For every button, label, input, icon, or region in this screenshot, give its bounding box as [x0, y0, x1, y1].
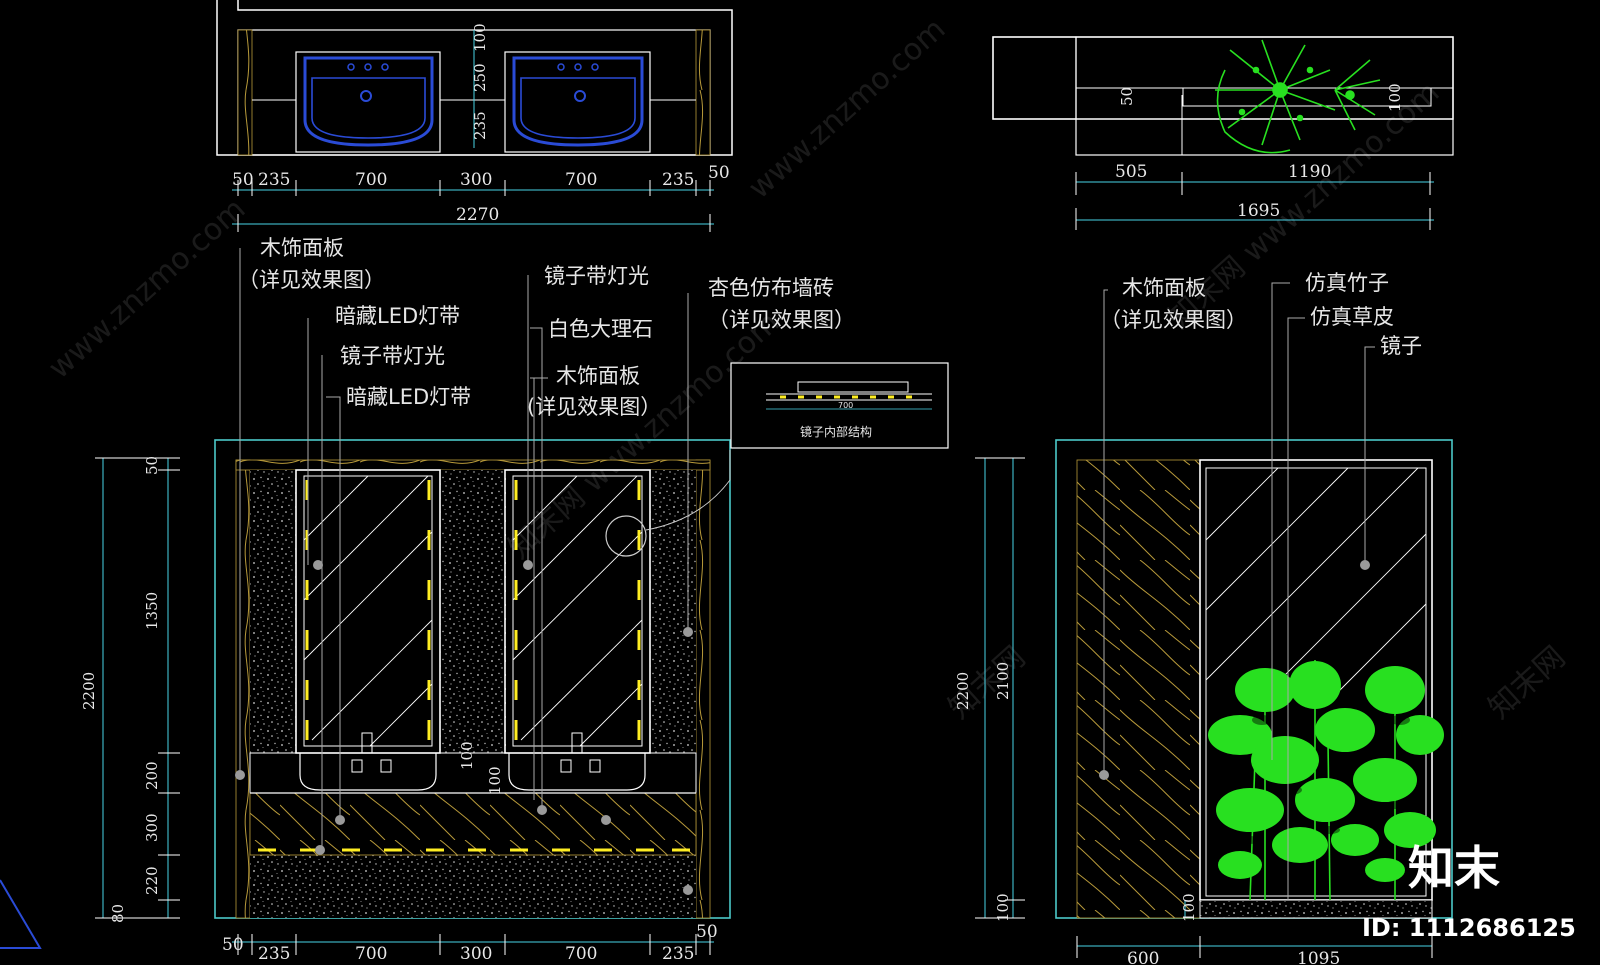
label-see-render: （详见效果图） [238, 268, 385, 292]
mirror-elevation-1 [295, 469, 441, 791]
dim-sink-height: 100 [458, 741, 476, 770]
dim-height: 2200 [954, 672, 972, 710]
label-mirror: 镜子 [1380, 334, 1422, 358]
dim-bottom-width: 700 [355, 944, 387, 964]
detail-dim: 700 [838, 401, 853, 410]
left-plan-view: 100 250 235 50 235 700 300 700 235 50 22… [216, 0, 733, 232]
dim-sink-depth-2: 250 [471, 63, 489, 92]
dim-height: 1350 [143, 592, 161, 630]
dim-width: 700 [565, 170, 597, 190]
right-plan-view: 50 100 505 1190 1695 [992, 36, 1454, 230]
brand-logo: 知末 [1408, 841, 1500, 895]
sink-plan-1 [295, 51, 441, 153]
dim-height: 220 [143, 866, 161, 895]
label-mirror-light: 镜子带灯光 [544, 264, 649, 288]
dim-bottom-width: 1095 [1297, 949, 1340, 965]
label-wood-panel: 木饰面板 [556, 364, 640, 388]
dim-height: 100 [994, 893, 1012, 922]
dim-bottom-width: 235 [662, 944, 694, 964]
north-arrow-fragment [0, 879, 42, 949]
watermark: 知末网 [1482, 640, 1572, 726]
label-white-marble: 白色大理石 [548, 317, 653, 341]
dim-height: 300 [143, 813, 161, 842]
dim-height: 50 [143, 456, 161, 475]
dim-height: 200 [143, 761, 161, 790]
label-mirror-light: 镜子带灯光 [340, 344, 445, 368]
watermark: www.znzmo.com [42, 192, 252, 386]
dim-bottom-width: 50 [222, 935, 244, 955]
detail-caption: 镜子内部结构 [800, 424, 872, 439]
dim-width: 300 [460, 170, 492, 190]
label-bamboo: 仿真竹子 [1305, 271, 1389, 295]
dim-total-width: 2270 [456, 205, 499, 225]
dim-width: 50 [232, 170, 254, 190]
dim-plan-width: 1190 [1288, 162, 1331, 182]
label-grass: 仿真草皮 [1310, 305, 1394, 329]
label-led-strip: 暗藏LED灯带 [335, 304, 460, 328]
dim-plan-depth: 100 [1386, 83, 1404, 112]
bamboo-leaves [1208, 661, 1444, 882]
label-wood-panel: 木饰面板 [260, 236, 344, 260]
dim-width: 700 [355, 170, 387, 190]
detail-callout-circle [605, 515, 647, 557]
label-see-render: (详见效果图） [527, 395, 661, 419]
label-led-strip: 暗藏LED灯带 [346, 385, 471, 409]
label-see-render: （详见效果图） [708, 308, 855, 332]
dim-height: 80 [109, 904, 127, 923]
dim-plan-width: 505 [1115, 162, 1147, 182]
label-wood-panel: 木饰面板 [1122, 276, 1206, 300]
dim-bottom-width: 600 [1127, 949, 1159, 965]
brand-watermark: 知末 ID: 1112686125 [1362, 841, 1576, 942]
dim-width: 235 [662, 170, 694, 190]
dim-plan-total: 1695 [1237, 201, 1280, 221]
watermark: www.znzmo.com [742, 12, 952, 206]
dim-bottom-width: 300 [460, 944, 492, 964]
dim-height: 2100 [994, 662, 1012, 700]
sink-plan-2 [504, 51, 651, 153]
brand-id: ID: 1112686125 [1362, 914, 1576, 942]
label-apricot-tile: 杏色仿布墙砖 [708, 276, 834, 300]
dim-plan-depth: 50 [1118, 87, 1136, 106]
dim-bottom-width: 235 [258, 944, 290, 964]
mirror-elevation-2 [504, 469, 651, 791]
right-elevation: 木饰面板 （详见效果图） 仿真竹子 仿真草皮 镜子 2200 2100 100 … [954, 271, 1453, 965]
mirror-detail-box: 700 镜子内部结构 [730, 362, 949, 449]
dim-bottom-width: 50 [696, 922, 718, 942]
left-elevation: 100 100 木饰面板 （详见效果图） 暗藏LED灯带 镜子带灯光 暗 [0, 236, 949, 964]
dim-overall-height: 2200 [80, 672, 98, 710]
artificial-grass [1199, 899, 1433, 919]
label-see-render: （详见效果图） [1100, 308, 1247, 332]
dim-sink-depth-3: 235 [471, 111, 489, 140]
dim-sink-height: 100 [486, 766, 504, 795]
bamboo-plan-symbol [1215, 39, 1381, 154]
dim-height: 100 [1180, 893, 1198, 922]
dim-width: 235 [258, 170, 290, 190]
dim-bottom-width: 700 [565, 944, 597, 964]
dim-width: 50 [708, 163, 730, 183]
dim-sink-depth-1: 100 [471, 23, 489, 52]
